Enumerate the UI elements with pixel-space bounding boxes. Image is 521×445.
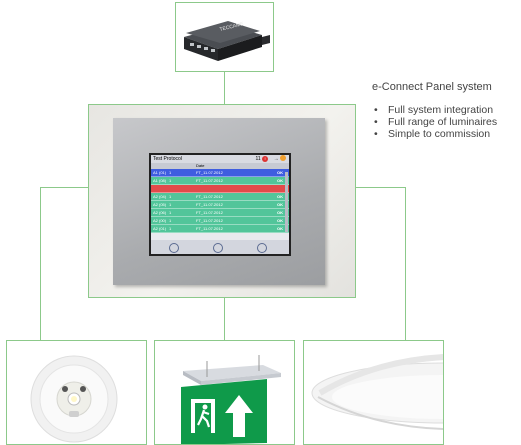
exit-sign-image	[154, 340, 295, 445]
protocol-cell-date: FT_11.07.2012	[196, 226, 223, 231]
feature-item: Full range of luminaires	[372, 116, 497, 128]
system-title: e-Connect Panel system	[372, 81, 492, 93]
alert-icon: !	[262, 156, 269, 162]
feature-item: Simple to commission	[372, 128, 497, 140]
protocol-cell-type: 1	[169, 202, 172, 207]
protocol-cell-id: A1 (08)	[153, 178, 167, 183]
screen-scrollbar[interactable]	[285, 172, 288, 232]
protocol-cell-status: OK	[277, 202, 283, 207]
protocol-row[interactable]	[151, 185, 289, 193]
protocol-cell-id: A2 (06)	[153, 210, 167, 215]
info-icon[interactable]	[169, 243, 179, 253]
feature-item: Full system integration	[372, 104, 497, 116]
protocol-cell-type: 1	[169, 194, 172, 199]
protocol-cell-id: A2 (01)	[153, 226, 167, 231]
clock-icon	[280, 155, 286, 161]
protocol-cell-status: OK	[277, 210, 283, 215]
protocol-cell-type: 1	[169, 210, 172, 215]
tool-icon[interactable]	[213, 243, 223, 253]
protocol-row[interactable]: A1 (08)1 FT_11.07.2012 OK	[151, 177, 289, 185]
protocol-cell-date: FT_11.07.2012	[196, 170, 223, 175]
protocol-cell-date: FT_11.07.2012	[196, 218, 223, 223]
screen-column-header: Date	[151, 163, 289, 169]
protocol-cell-status: OK	[277, 226, 283, 231]
protocol-cell-status: OK	[277, 194, 283, 199]
protocol-cell-type: 1	[169, 178, 172, 183]
alert-mark: !	[264, 156, 266, 161]
protocol-row[interactable]: A2 (06)1 FT_11.07.2012 OK	[151, 209, 289, 217]
protocol-cell-id: A2 (00)	[153, 218, 167, 223]
connector-right-vertical	[405, 187, 406, 340]
arrow-right-icon: →	[273, 156, 279, 162]
connector-center-vertical	[224, 298, 225, 340]
ceiling-luminaire-image	[303, 340, 444, 445]
protocol-cell-type: 1	[169, 226, 172, 231]
connector-left-vertical	[40, 187, 41, 340]
protocol-cell-date: FT_11.07.2012	[196, 194, 223, 199]
protocol-cell-type: 1	[169, 170, 172, 175]
screen-title: Test Protocol	[153, 156, 182, 162]
protocol-cell-type: 1	[169, 218, 172, 223]
screen-footer	[151, 240, 289, 254]
connector-gateway-panel	[224, 72, 225, 104]
protocol-cell-id: A1 (01)	[153, 170, 167, 175]
connector-left-horizontal	[40, 187, 88, 188]
feature-list: Full system integration Full range of lu…	[372, 104, 497, 140]
protocol-cell-date: FT_11.07.2012	[196, 202, 223, 207]
protocol-row[interactable]: A2 (05)1 FT_11.07.2012 OK	[151, 201, 289, 209]
protocol-row[interactable]: A2 (04)1 FT_11.07.2012 OK	[151, 193, 289, 201]
protocol-cell-id: A2 (04)	[153, 194, 167, 199]
protocol-cell-status: OK	[277, 170, 283, 175]
protocol-cell-date: FT_11.07.2012	[196, 178, 223, 183]
protocol-cell-date: FT_11.07.2012	[196, 210, 223, 215]
protocol-cell-id: A2 (05)	[153, 202, 167, 207]
emergency-downlight-image	[6, 340, 147, 445]
protocol-row[interactable]: A1 (01)1 FT_11.07.2012 OK	[151, 169, 289, 177]
protocol-row[interactable]: A2 (00)1 FT_11.07.2012 OK	[151, 217, 289, 225]
screen-header: Test Protocol 11 ! →	[151, 155, 289, 163]
column-date: Date	[196, 163, 205, 168]
protocol-row[interactable]: A2 (01)1 FT_11.07.2012 OK	[151, 225, 289, 233]
protocol-cell-status: OK	[277, 218, 283, 223]
connector-right-horizontal	[356, 187, 406, 188]
gateway-device-image: TECCAME	[175, 2, 274, 72]
gateway-brand-label: TECCAME	[219, 21, 245, 33]
protocol-cell-status: OK	[277, 178, 283, 183]
settings-icon[interactable]	[257, 243, 267, 253]
screen-counter: 11	[255, 156, 261, 162]
